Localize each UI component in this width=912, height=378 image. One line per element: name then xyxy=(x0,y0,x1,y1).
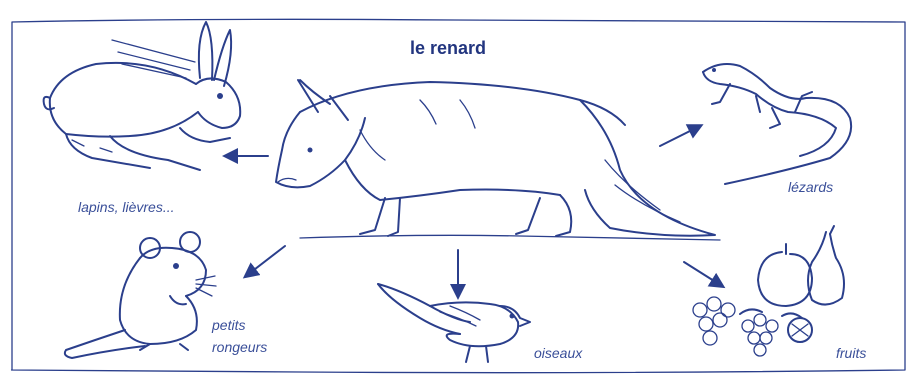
lizard-illustration xyxy=(703,64,851,184)
label-hares: lapins, lièvres... xyxy=(78,199,174,215)
arrow-to-rodents xyxy=(246,246,285,276)
label-birds: oiseaux xyxy=(534,345,583,361)
label-rodents-line1: petits xyxy=(211,317,245,333)
arrow-to-fruits xyxy=(684,262,722,286)
fox-illustration xyxy=(276,80,720,240)
rodent-illustration xyxy=(65,232,216,358)
hare-illustration xyxy=(44,22,241,170)
bird-illustration xyxy=(378,284,530,362)
label-fruits: fruits xyxy=(836,345,866,361)
arrow-to-lizards xyxy=(660,126,700,146)
label-lizards: lézards xyxy=(788,179,833,195)
label-rodents-line2: rongeurs xyxy=(212,339,267,355)
diagram-title: le renard xyxy=(410,38,486,58)
fruits-illustration xyxy=(693,226,844,356)
